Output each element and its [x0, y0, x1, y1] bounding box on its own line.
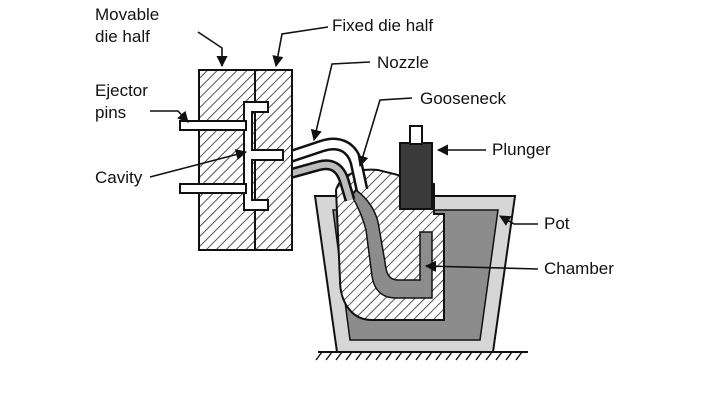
label-gooseneck: Gooseneck: [420, 89, 506, 108]
label-nozzle: Nozzle: [377, 53, 429, 72]
label-movable-line2: die half: [95, 27, 150, 46]
nozzle: [277, 137, 369, 202]
label-chamber: Chamber: [544, 259, 614, 278]
leader-chamber: [424, 260, 539, 272]
ground: [315, 351, 528, 361]
leader-nozzle: [310, 61, 371, 142]
ejector-pins: [179, 120, 247, 194]
label-pot: Pot: [544, 214, 570, 233]
leader-cavity: [149, 149, 248, 178]
label-plunger: Plunger: [492, 140, 551, 159]
label-ejector-line1: Ejector: [95, 81, 148, 100]
chamber: [351, 188, 433, 299]
leader-fixed: [272, 26, 329, 68]
label-fixed-die-half: Fixed die half: [332, 16, 433, 35]
plunger: [399, 125, 433, 210]
label-movable-line1: Movable: [95, 5, 159, 24]
leader-gooseneck: [357, 97, 413, 168]
cavity: [243, 101, 284, 211]
leader-ejector: [150, 110, 189, 123]
label-cavity: Cavity: [95, 168, 143, 187]
leader-movable: [197, 31, 228, 68]
label-ejector-line2: pins: [95, 103, 126, 122]
leader-pot: [499, 215, 538, 226]
